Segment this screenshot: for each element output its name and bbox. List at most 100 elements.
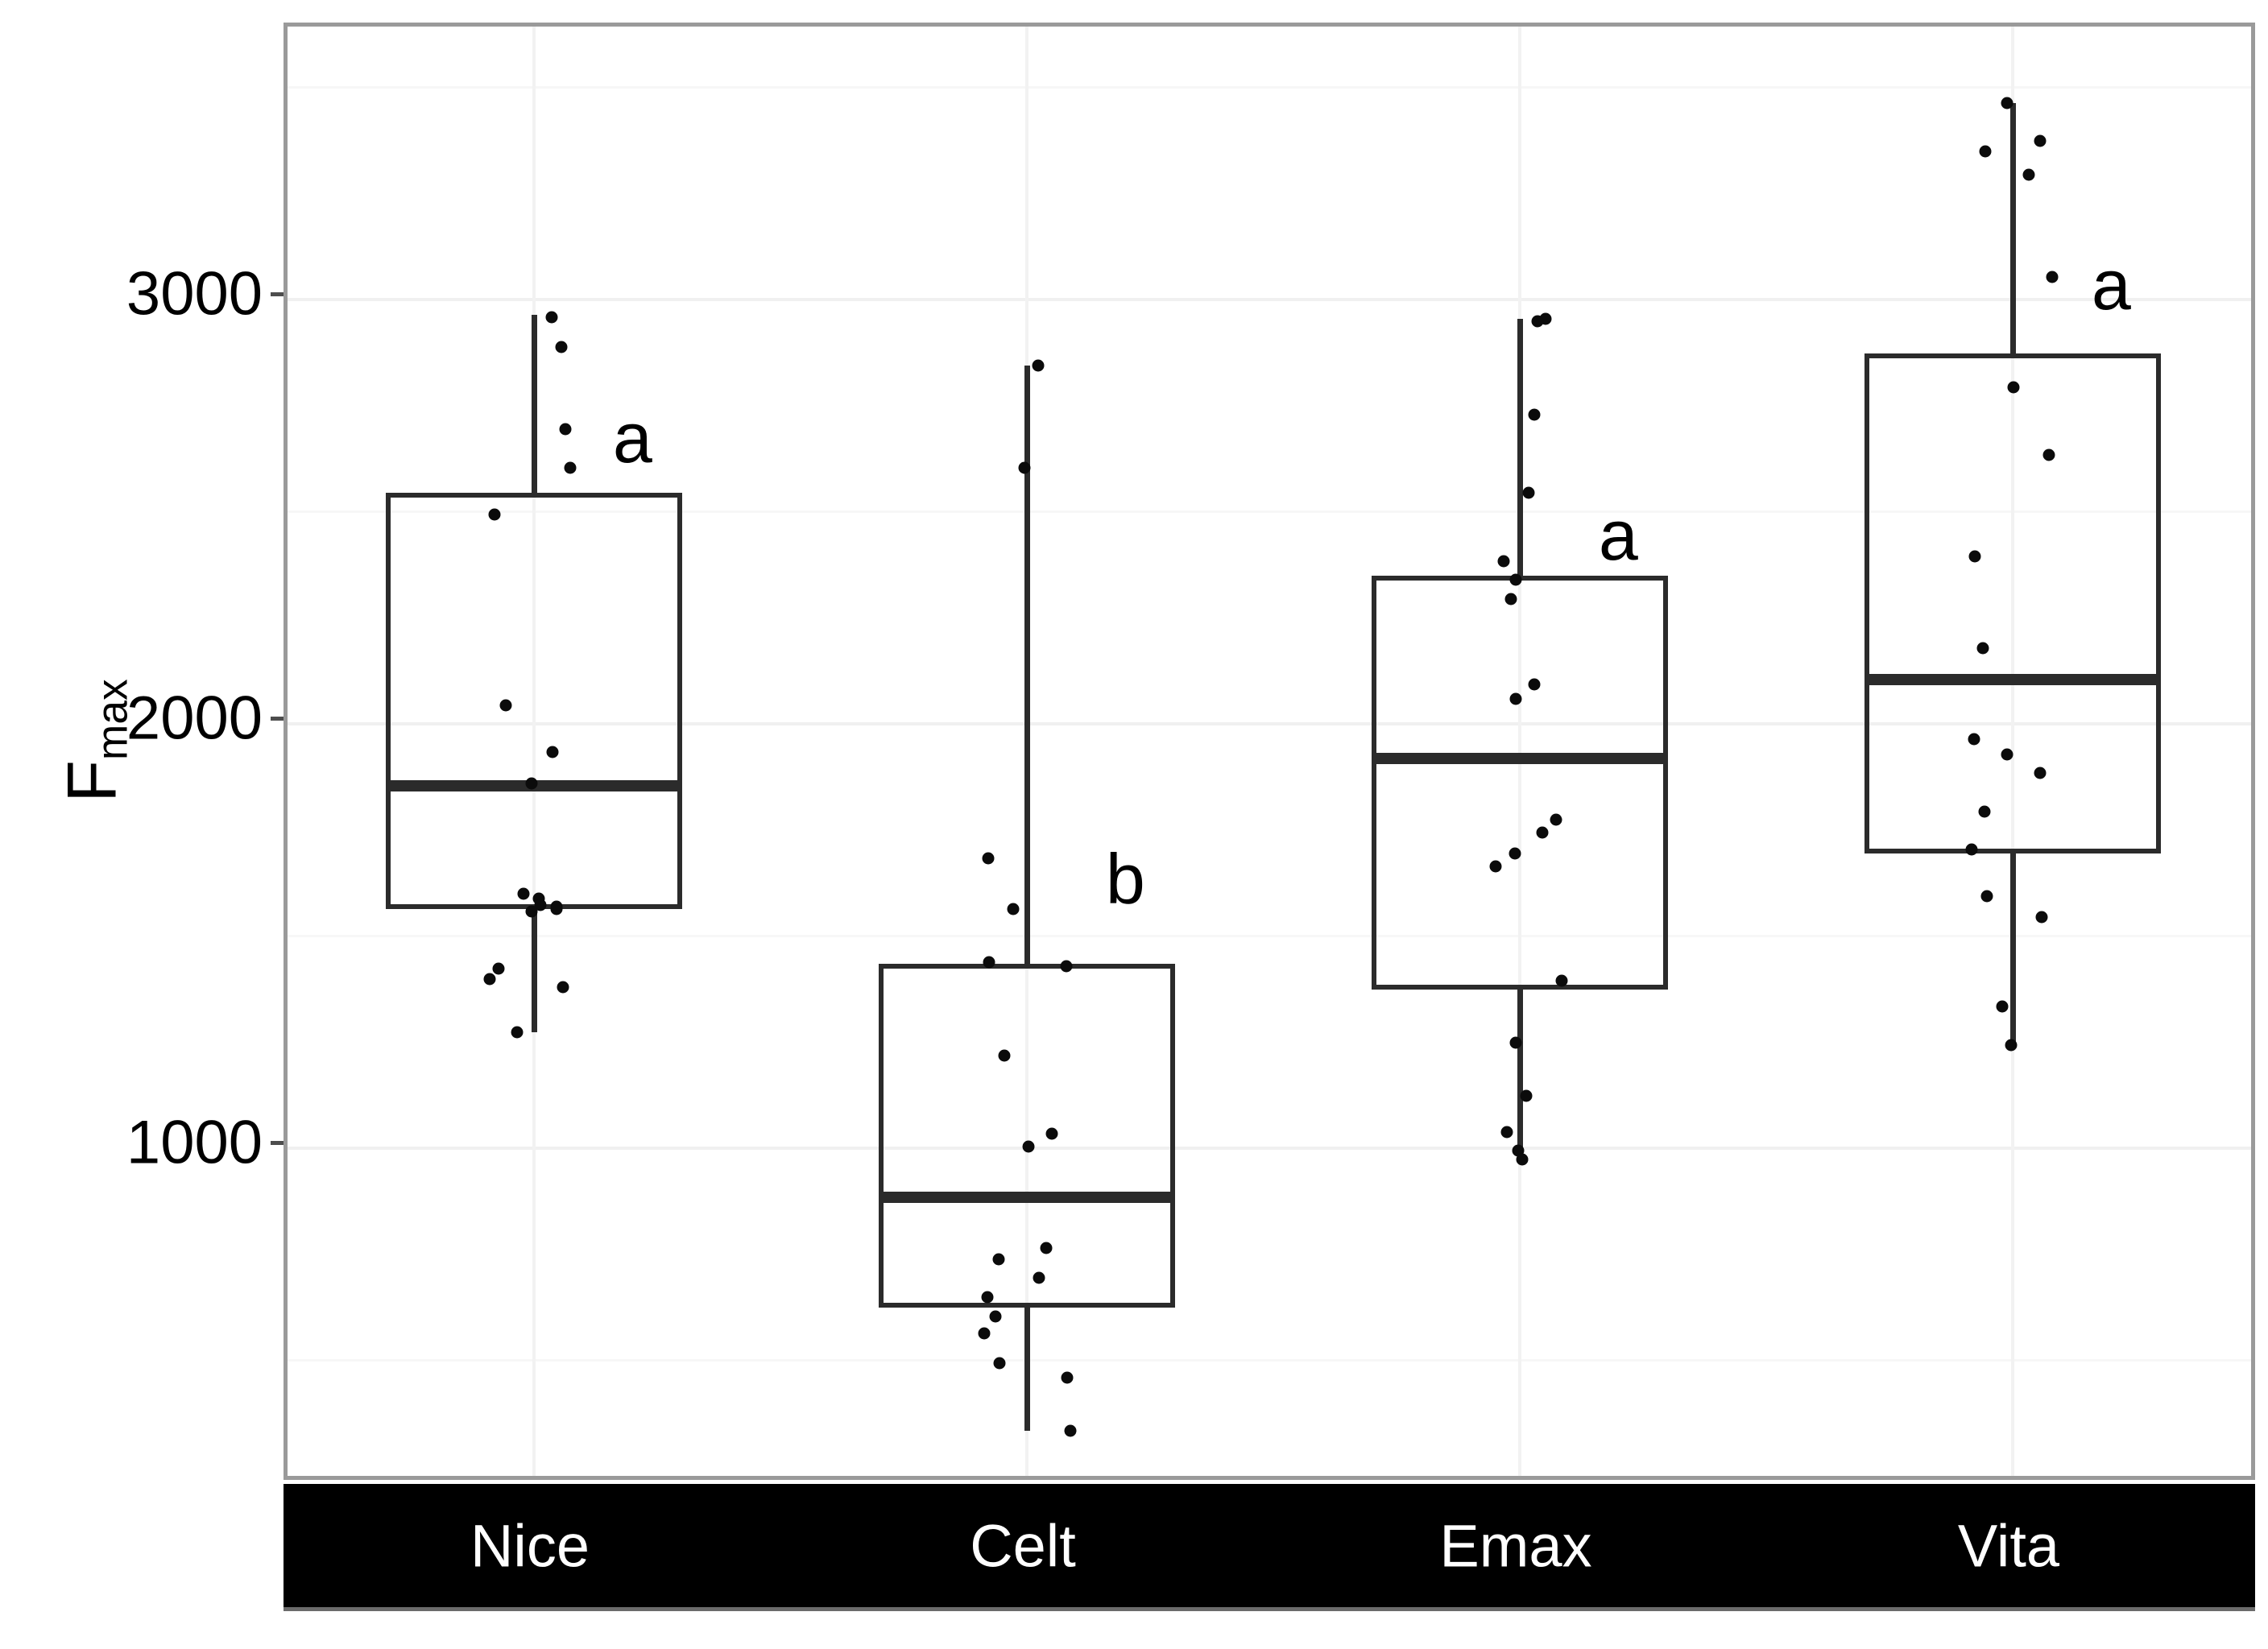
gridline-minor-1500 (288, 934, 2251, 937)
data-point-celt (981, 1291, 993, 1304)
data-point-nice (517, 887, 530, 900)
data-point-celt (1007, 903, 1020, 915)
whisker-lower-nice (531, 908, 537, 1032)
y-tick-mark-3000 (271, 292, 284, 296)
whisker-upper-emax (1517, 319, 1523, 577)
data-point-vita (1996, 1000, 2009, 1013)
data-point-emax (1509, 1036, 1522, 1049)
data-point-vita (2005, 1039, 2018, 1052)
box-nice (386, 493, 682, 909)
data-point-emax (1550, 813, 1562, 826)
x-axis-label-celt: Celt (970, 1512, 1076, 1579)
data-point-celt (1064, 1424, 1077, 1437)
data-point-emax (1509, 573, 1522, 586)
data-point-nice (557, 981, 569, 994)
y-axis-title-text: Fmax (54, 679, 137, 802)
gridline-major-1000 (288, 1147, 2251, 1150)
data-point-emax (1528, 408, 1541, 421)
gridline-minor-3500 (288, 85, 2251, 89)
data-point-vita (2022, 168, 2035, 181)
data-point-nice (559, 423, 572, 436)
data-point-emax (1531, 315, 1544, 328)
data-point-emax (1536, 826, 1549, 839)
data-point-nice (525, 905, 538, 917)
data-point-emax (1509, 692, 1522, 705)
gridline-minor-500 (288, 1358, 2251, 1362)
data-point-vita (2034, 134, 2047, 147)
data-point-vita (2001, 97, 2013, 110)
data-point-nice (550, 903, 563, 915)
data-point-celt (993, 1357, 1006, 1370)
x-axis-strip: Nice Celt Emax Vita (284, 1484, 2255, 1611)
y-tick-label-3000: 3000 (126, 259, 263, 329)
y-tick-label-2000: 2000 (126, 684, 263, 753)
y-tick-mark-2000 (271, 717, 284, 721)
whisker-upper-vita (2009, 102, 2016, 353)
data-point-vita (1976, 642, 1989, 655)
data-point-celt (989, 1310, 1002, 1323)
data-point-vita (2001, 748, 2013, 761)
data-point-celt (1018, 461, 1031, 474)
data-point-celt (1033, 1271, 1045, 1284)
data-point-emax (1504, 593, 1517, 605)
data-point-emax (1516, 1153, 1529, 1166)
whisker-upper-nice (531, 315, 537, 494)
median-vita (1864, 674, 2161, 686)
data-point-celt (998, 1049, 1011, 1062)
data-point-vita (2007, 381, 2020, 394)
data-point-celt (992, 1253, 1005, 1266)
data-point-nice (555, 341, 568, 353)
data-point-celt (1040, 1242, 1053, 1254)
data-point-emax (1509, 847, 1521, 860)
gridline-vertical-nice (532, 27, 536, 1476)
whisker-lower-celt (1024, 1308, 1030, 1432)
data-point-emax (1528, 678, 1541, 691)
data-point-celt (1022, 1140, 1035, 1153)
data-point-celt (982, 852, 995, 865)
data-point-celt (978, 1327, 991, 1340)
data-point-nice (488, 508, 501, 521)
box-celt (879, 964, 1175, 1308)
whisker-upper-celt (1024, 366, 1030, 965)
data-point-celt (1060, 960, 1073, 973)
data-point-vita (2034, 767, 2047, 779)
box-vita (1864, 353, 2161, 854)
data-point-celt (1061, 1371, 1074, 1384)
data-point-celt (1045, 1127, 1058, 1140)
data-point-emax (1489, 860, 1502, 873)
data-point-vita (1980, 890, 1993, 903)
data-point-nice (483, 973, 496, 986)
gridline-vertical-emax (1518, 27, 1521, 1476)
data-point-vita (2035, 911, 2048, 924)
x-axis-label-nice: Nice (470, 1512, 590, 1579)
data-point-emax (1500, 1126, 1513, 1139)
box-emax (1372, 576, 1668, 990)
data-point-nice (525, 777, 538, 790)
data-point-vita (1965, 843, 1978, 856)
median-celt (879, 1192, 1175, 1204)
data-point-nice (511, 1026, 524, 1039)
significance-letter-nice: a (612, 397, 652, 477)
data-point-vita (1979, 145, 1992, 158)
data-point-vita (1968, 733, 1980, 746)
data-point-nice (564, 461, 577, 474)
data-point-vita (1968, 550, 1981, 563)
data-point-emax (1520, 1089, 1532, 1102)
y-axis-title-base: F (53, 760, 131, 803)
median-emax (1372, 752, 1668, 764)
data-point-emax (1497, 555, 1510, 568)
y-tick-label-1000: 1000 (126, 1108, 263, 1177)
significance-letter-celt: b (1105, 838, 1145, 919)
data-point-nice (499, 699, 512, 712)
x-axis-label-emax: Emax (1439, 1512, 1592, 1579)
data-point-nice (546, 746, 559, 758)
data-point-nice (492, 962, 505, 975)
data-point-vita (2042, 448, 2055, 461)
x-axis-label-vita: Vita (1957, 1512, 2060, 1579)
significance-letter-vita: a (2091, 245, 2131, 325)
data-point-celt (1032, 359, 1045, 372)
data-point-nice (545, 311, 558, 324)
data-point-emax (1522, 486, 1535, 499)
